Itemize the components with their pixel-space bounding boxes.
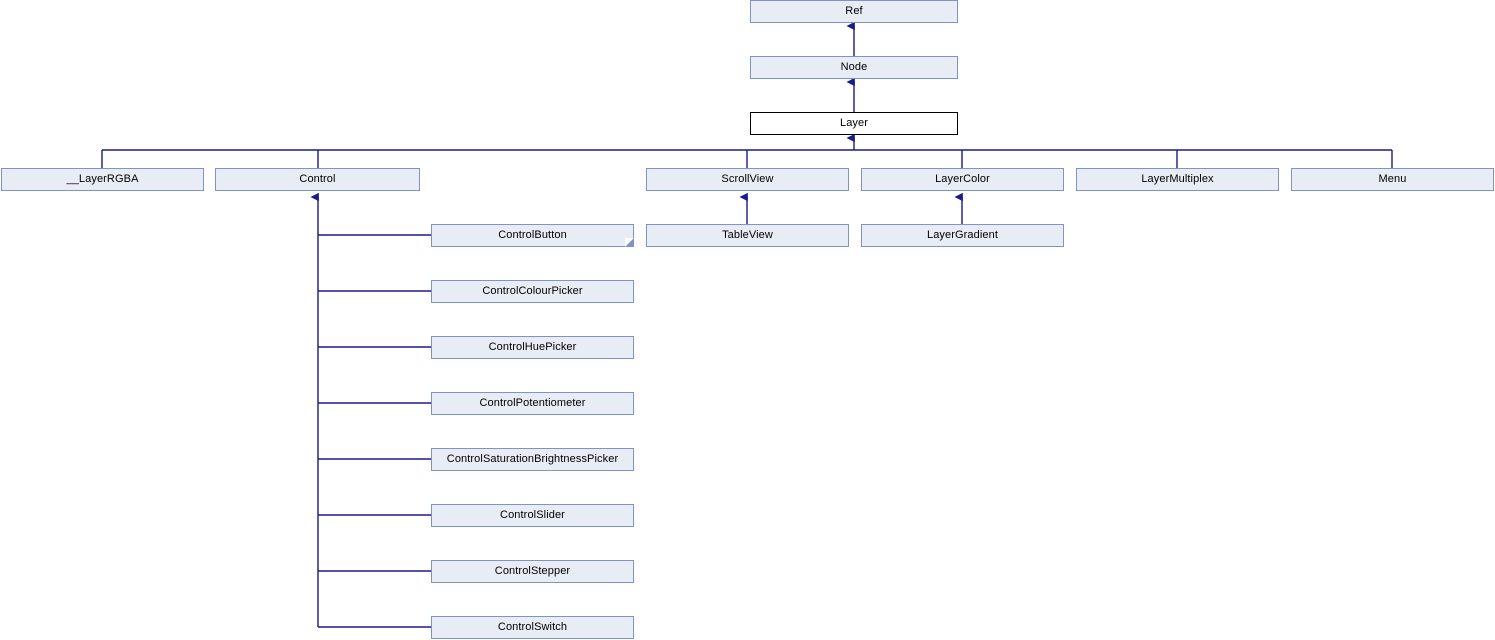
class-node-label: LayerColor: [935, 173, 990, 185]
class-node-controlcolourpicker[interactable]: ControlColourPicker: [431, 280, 634, 303]
class-node-label: ControlHuePicker: [488, 341, 577, 353]
class-node-label: Layer: [839, 117, 869, 129]
hidden-children-marker-icon: [625, 238, 634, 247]
class-node-controlhuepicker[interactable]: ControlHuePicker: [431, 336, 634, 359]
class-node-controlbutton[interactable]: ControlButton: [431, 224, 634, 247]
class-node-label: ControlButton: [498, 229, 567, 241]
class-node-label: Menu: [1378, 173, 1407, 185]
class-node-label: ScrollView: [721, 173, 774, 185]
class-node-control[interactable]: Control: [215, 168, 420, 191]
class-node-label: ControlSaturationBrightnessPicker: [446, 453, 619, 465]
class-node-label: LayerGradient: [926, 229, 998, 241]
class-node-layer-current[interactable]: Layer: [750, 112, 958, 135]
class-node-layerrgba[interactable]: __LayerRGBA: [1, 168, 204, 191]
class-node-ref[interactable]: Ref: [750, 0, 958, 23]
class-node-label: __LayerRGBA: [66, 173, 139, 185]
class-node-label: Control: [299, 173, 336, 185]
class-node-controlstepper[interactable]: ControlStepper: [431, 560, 634, 583]
class-node-controlswitch[interactable]: ControlSwitch: [431, 616, 634, 639]
class-node-label: LayerMultiplex: [1141, 173, 1214, 185]
class-node-layergradient[interactable]: LayerGradient: [861, 224, 1064, 247]
class-node-label: Node: [840, 61, 868, 73]
class-node-node[interactable]: Node: [750, 56, 958, 79]
class-node-controlsaturationbrightnesspicker[interactable]: ControlSaturationBrightnessPicker: [431, 448, 634, 471]
class-node-label: ControlSlider: [500, 509, 565, 521]
class-node-layercolor[interactable]: LayerColor: [861, 168, 1064, 191]
class-node-label: ControlStepper: [494, 565, 571, 577]
class-node-label: ControlPotentiometer: [479, 397, 586, 409]
class-node-scrollview[interactable]: ScrollView: [646, 168, 849, 191]
class-node-label: Ref: [845, 5, 863, 17]
class-node-label: ControlSwitch: [497, 621, 568, 633]
class-node-label: ControlColourPicker: [482, 285, 583, 297]
class-node-tableview[interactable]: TableView: [646, 224, 849, 247]
class-node-controlslider[interactable]: ControlSlider: [431, 504, 634, 527]
class-node-layermultiplex[interactable]: LayerMultiplex: [1076, 168, 1279, 191]
class-node-menu[interactable]: Menu: [1291, 168, 1494, 191]
class-node-controlpotentiometer[interactable]: ControlPotentiometer: [431, 392, 634, 415]
class-node-label: TableView: [722, 229, 773, 241]
